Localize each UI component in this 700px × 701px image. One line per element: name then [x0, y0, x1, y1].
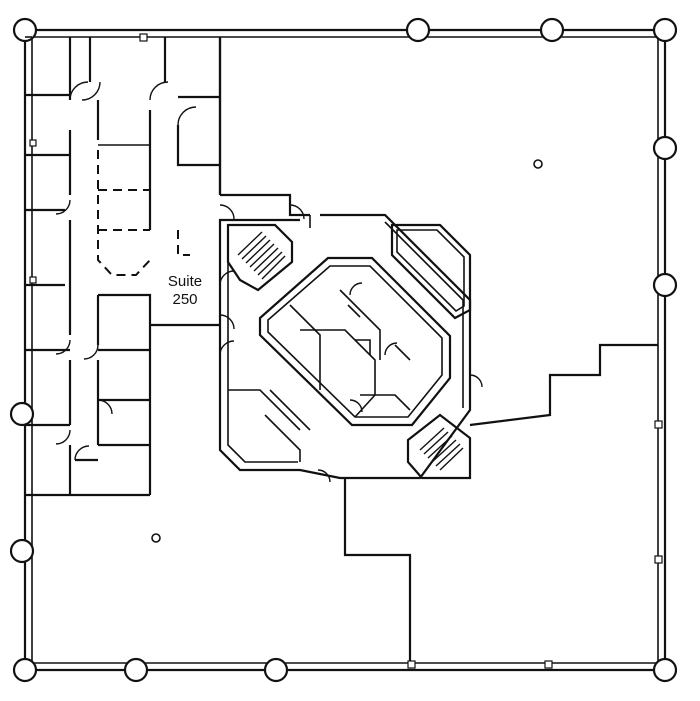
north-offices	[88, 33, 222, 195]
column-sw	[12, 657, 38, 683]
interior-column	[151, 533, 161, 543]
column-ne	[652, 17, 678, 43]
column-w1	[9, 401, 35, 427]
column-n1	[405, 17, 431, 43]
structural-columns	[9, 17, 678, 683]
column-w2	[9, 538, 35, 564]
column-s2	[263, 657, 289, 683]
corridor	[75, 100, 220, 495]
interior-column	[533, 159, 543, 169]
west-offices	[25, 37, 150, 497]
column-nw	[12, 17, 38, 43]
suite-name: Suite	[167, 273, 203, 290]
stair-nw	[237, 231, 286, 280]
building-core	[218, 193, 472, 480]
column-s1	[123, 657, 149, 683]
stair-se	[419, 427, 464, 471]
tenant-demising-walls	[25, 36, 663, 669]
suite-number: 250	[172, 291, 198, 308]
column-e2	[652, 272, 678, 298]
column-n2	[539, 17, 565, 43]
column-se	[652, 657, 678, 683]
door-swings	[55, 81, 483, 483]
suite-label: Suite 250	[150, 273, 220, 309]
column-e1	[652, 135, 678, 161]
